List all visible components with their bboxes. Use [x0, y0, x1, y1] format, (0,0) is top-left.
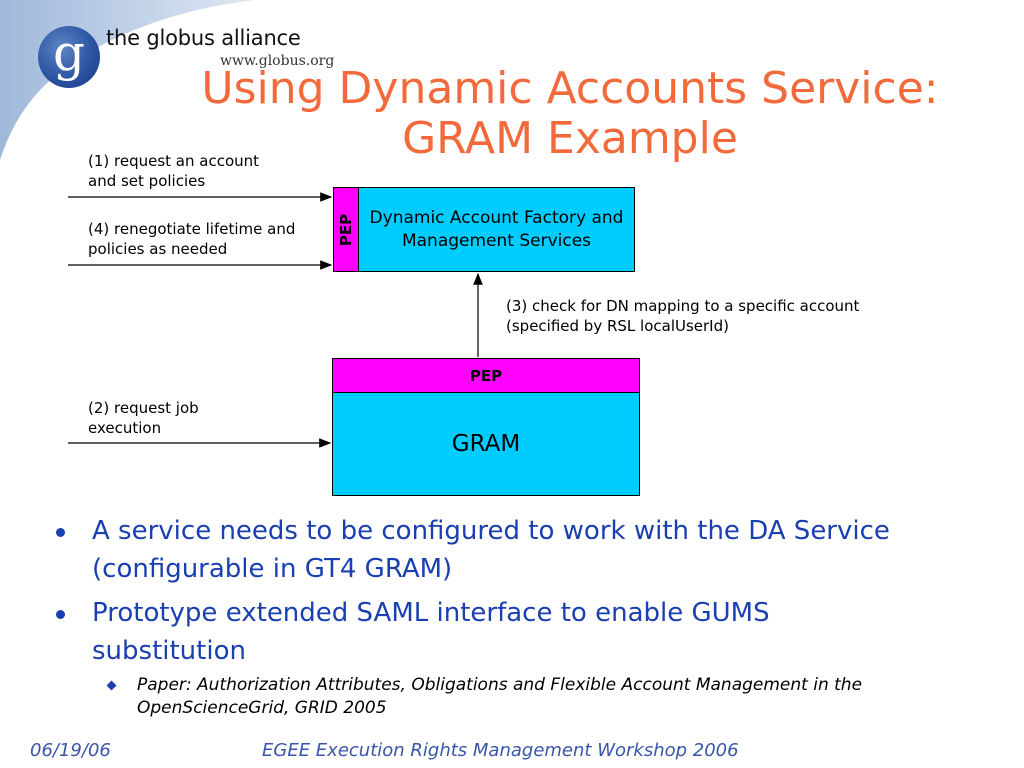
label-dn-check: (3) check for DN mapping to a specific a…: [506, 297, 860, 335]
pep-horizontal-box: PEP: [332, 358, 640, 393]
diamond-bullet-icon: [106, 680, 117, 691]
bullet-list: A service needs to be configured to work…: [50, 512, 950, 720]
label-renegotiate: (4) renegotiate lifetime and policies as…: [88, 220, 296, 258]
dynamic-account-service-box: Dynamic Account Factory and Management S…: [358, 187, 635, 272]
title-line-1: Using Dynamic Accounts Service:: [201, 63, 939, 114]
footer-event: EGEE Execution Rights Management Worksho…: [262, 740, 739, 761]
label-request-account: (1) request an account and set policies: [88, 152, 260, 190]
globus-logo-icon: g: [38, 26, 100, 88]
bullet-dot-icon: [56, 610, 65, 619]
sub-bullet-item: Paper: Authorization Attributes, Obligat…: [50, 674, 877, 720]
pep-vertical-box: PEP: [333, 187, 359, 272]
logo-name: the globus alliance: [106, 26, 301, 50]
logo-letter: g: [52, 24, 85, 82]
footer-date: 06/19/06: [30, 740, 111, 761]
bullet-item: Prototype extended SAML interface to ena…: [50, 594, 852, 670]
gram-box: GRAM: [332, 392, 640, 496]
title-line-2: GRAM Example: [402, 113, 738, 164]
slide-title: Using Dynamic Accounts Service: GRAM Exa…: [150, 64, 990, 164]
bullet-dot-icon: [56, 528, 65, 537]
pep-vertical-label: PEP: [337, 213, 356, 246]
bullet-item: A service needs to be configured to work…: [50, 512, 950, 588]
logo-url: www.globus.org: [220, 53, 335, 69]
label-request-job: (2) request job execution: [88, 399, 199, 437]
